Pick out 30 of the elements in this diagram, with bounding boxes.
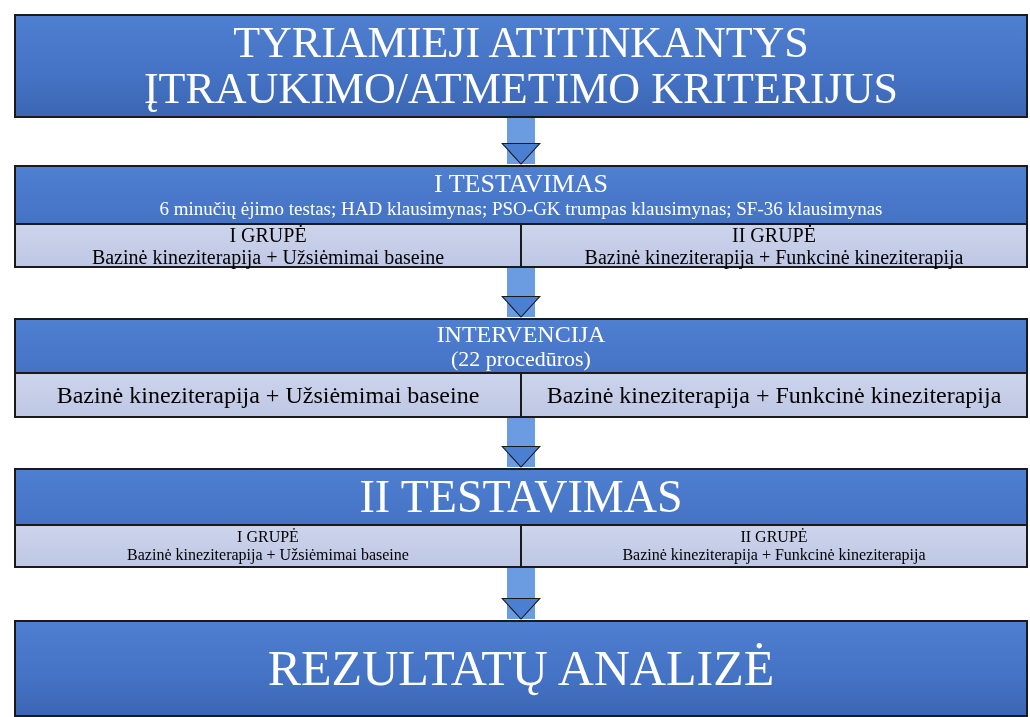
group-box (520, 524, 1026, 566)
band-heading: II TESTAVIMAS (358, 471, 684, 523)
group-description: Bazinė kineziterapija + Užsiėmimai baseine (55, 381, 481, 409)
group-heading: II GRUPĖ (739, 528, 809, 546)
flow-band (14, 468, 1028, 568)
band-subheading: 6 minučių ėjimo testas; HAD klausimynas; PSO-GK trumpas klausimynas; SF-36 klausimynas (158, 198, 884, 220)
block-arrow (501, 568, 541, 620)
block-arrow (501, 268, 541, 318)
group-description: Bazinė kineziterapija + Funkcinė kineziterapija (583, 245, 965, 268)
group-description: Bazinė kineziterapija + Užsiėmimai baseine (90, 245, 446, 268)
flow-band (14, 14, 1028, 118)
band-heading: INTERVENCIJA (435, 320, 607, 348)
flow-band (14, 318, 1028, 418)
group-description: Bazinė kineziterapija + Funkcinė kineziterapija (545, 381, 1003, 409)
flow-band (14, 620, 1028, 717)
group-heading: I GRUPĖ (236, 528, 300, 546)
group-description: Bazinė kineziterapija + Užsiėmimai baseine (126, 546, 410, 564)
band-heading: TYRIAMIEJI ATITINKANTYS ĮTRAUKIMO/ATMETIMO KRITERIJUS (142, 19, 900, 113)
group-box (520, 372, 1026, 416)
group-description: Bazinė kineziterapija + Funkcinė kineziterapija (621, 546, 927, 564)
flow-band (14, 165, 1028, 268)
block-arrow (501, 418, 541, 468)
group-heading: II GRUPĖ (731, 223, 817, 246)
band-heading: REZULTATŲ ANALIZĖ (266, 641, 776, 696)
block-arrow (501, 118, 541, 165)
band-heading: I TESTAVIMAS (433, 170, 609, 199)
group-heading: I GRUPĖ (228, 223, 308, 246)
group-box (16, 372, 520, 416)
band-subheading: (22 procedūros) (450, 347, 592, 372)
group-box (16, 524, 520, 566)
